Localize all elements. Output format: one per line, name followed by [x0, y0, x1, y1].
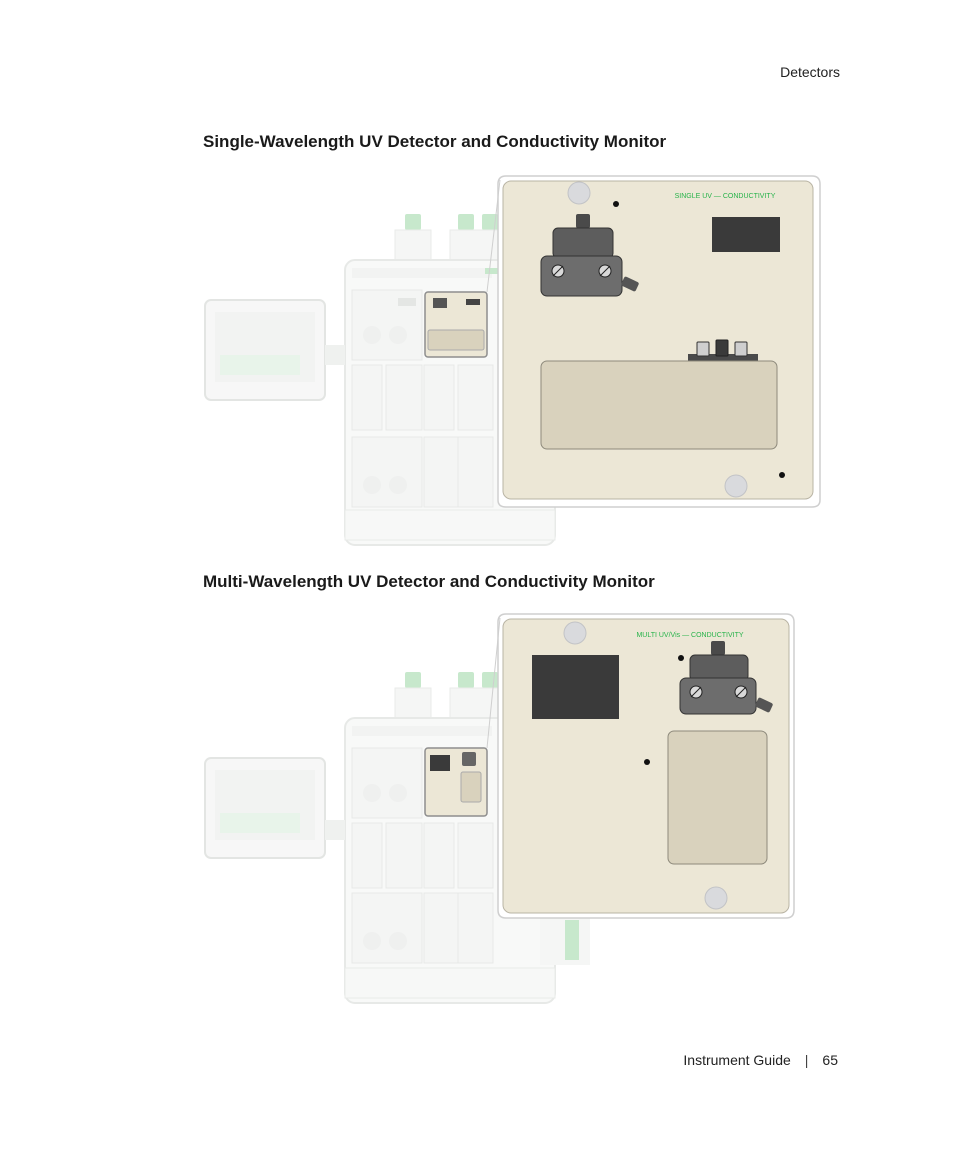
panel-label-single: SINGLE UV — CONDUCTIVITY [675, 193, 776, 200]
highlighted-module-small-2 [424, 747, 488, 817]
footer-separator: | [804, 1052, 809, 1068]
footer-guide-name: Instrument Guide [683, 1052, 791, 1068]
page-footer: Instrument Guide | 65 [683, 1052, 838, 1068]
highlighted-module-small [424, 291, 488, 358]
detector-panel-2: MULTI UV/Vis — CONDUCTIVITY [497, 613, 795, 919]
detector-panel: SINGLE UV — CONDUCTIVITY [497, 175, 821, 508]
section-title-multi-uv: Multi-Wavelength UV Detector and Conduct… [203, 572, 655, 591]
page-number: 65 [822, 1052, 838, 1068]
panel-label-multi: MULTI UV/Vis — CONDUCTIVITY [636, 632, 743, 639]
running-header: Detectors [780, 64, 840, 80]
instrument-ghost [204, 214, 556, 546]
section-title-single-uv: Single-Wavelength UV Detector and Conduc… [203, 132, 667, 151]
single-uv-detector-figure: SINGLE UV — CONDUCTIVITY [204, 175, 821, 546]
